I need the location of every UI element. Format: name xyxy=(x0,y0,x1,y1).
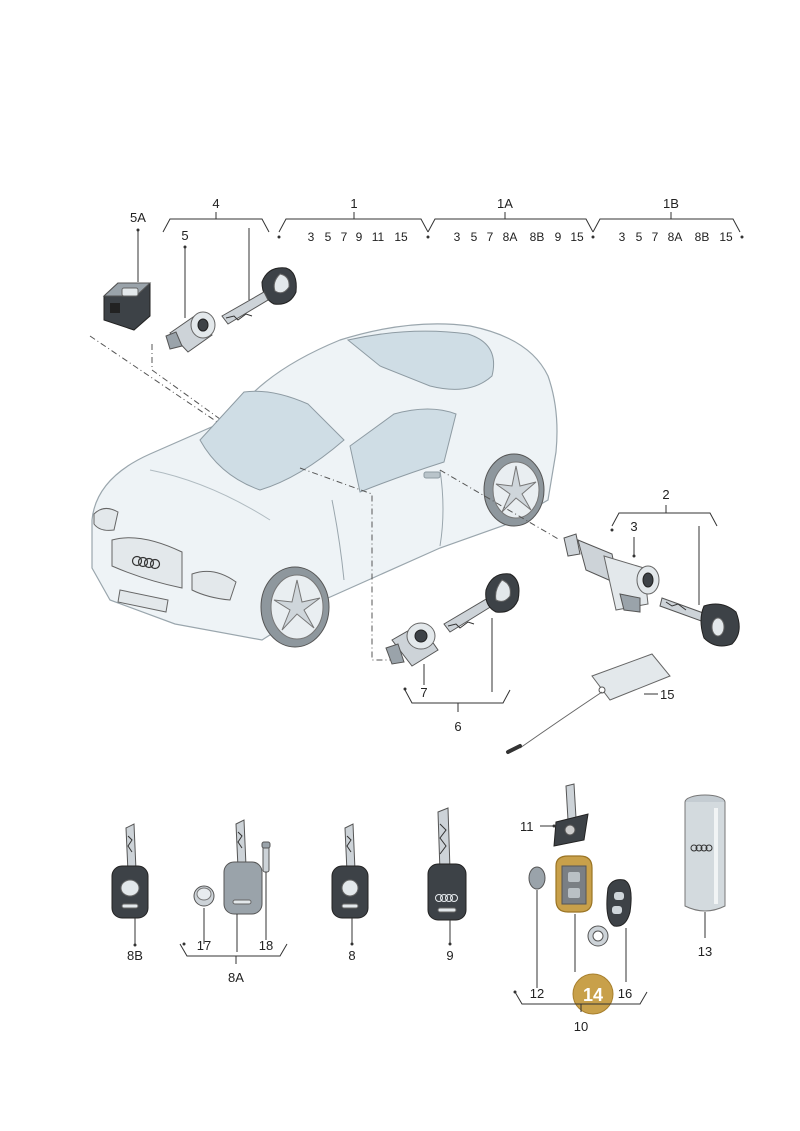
callout-15: 15 xyxy=(660,687,674,702)
lock-cylinder-icon xyxy=(385,622,439,667)
bracket-group-6: 6 xyxy=(403,687,511,734)
group-1A-item: 9 xyxy=(555,230,562,244)
callout-7: 7 xyxy=(420,685,427,700)
group-1B-item: 8A xyxy=(668,230,683,244)
remote-key-icon xyxy=(331,823,369,919)
group-1A-item: 15 xyxy=(570,230,584,244)
spray-can-icon xyxy=(684,794,726,912)
key-ring-icon xyxy=(587,925,609,947)
callout-9: 9 xyxy=(446,948,453,963)
callout-13: 13 xyxy=(698,944,712,959)
group-1-item: 11 xyxy=(372,230,385,244)
key-button-pad-icon xyxy=(606,879,632,927)
group-1B-item: 15 xyxy=(719,230,733,244)
group-1-item: 3 xyxy=(308,230,315,244)
lock-cylinder-icon xyxy=(165,311,216,353)
audi-logo-icon xyxy=(131,555,161,570)
key-tag-icon xyxy=(506,653,671,754)
group-1-item: 5 xyxy=(325,230,332,244)
remote-key-icon xyxy=(111,823,149,919)
callout-12: 12 xyxy=(530,986,544,1001)
key-housing-highlighted xyxy=(555,855,593,913)
callout-6: 6 xyxy=(454,719,461,734)
group-1A-item: 5 xyxy=(471,230,478,244)
callout-1B: 1B xyxy=(663,196,679,211)
key-icon xyxy=(221,267,297,325)
callout-1: 1 xyxy=(350,196,357,211)
callout-14-badge: 14 xyxy=(572,973,614,1015)
front-wheel xyxy=(260,566,330,648)
callout-1A: 1A xyxy=(497,196,513,211)
callout-8: 8 xyxy=(348,948,355,963)
group-1B-item: 8B xyxy=(695,230,710,244)
group-1A-item: 7 xyxy=(487,230,494,244)
battery-icon xyxy=(528,866,546,890)
bracket-group-2: 2 xyxy=(610,487,718,532)
bracket-group-10: 10 xyxy=(513,990,648,1034)
callout-14: 14 xyxy=(583,985,603,1005)
callout-18: 18 xyxy=(259,938,273,953)
group-1-list: 3 5 7 9 11 15 xyxy=(308,230,408,244)
bracket-group-1B: 1B 3 5 7 8A 8B 15 xyxy=(591,196,744,244)
group-1B-item: 7 xyxy=(652,230,659,244)
remote-key-icon xyxy=(427,807,467,921)
callout-16: 16 xyxy=(618,986,632,1001)
bracket-group-1A: 1A 3 5 7 8A 8B 9 15 xyxy=(426,196,594,244)
callout-5A: 5A xyxy=(130,210,146,225)
callout-17: 17 xyxy=(197,938,211,953)
group-1B-item: 5 xyxy=(636,230,643,244)
lock-housing-5A xyxy=(102,282,152,331)
bracket-group-1: 1 3 5 7 9 11 15 xyxy=(277,196,429,244)
key-pin-icon xyxy=(261,841,271,873)
lock-cylinder-icon xyxy=(563,533,660,613)
key-icon xyxy=(443,573,520,633)
group-1B-list: 3 5 7 8A 8B 15 xyxy=(619,230,733,244)
callout-8B: 8B xyxy=(127,948,143,963)
group-1B-item: 3 xyxy=(619,230,626,244)
callout-3: 3 xyxy=(630,519,637,534)
battery-icon xyxy=(193,885,215,907)
group-1A-item: 3 xyxy=(454,230,461,244)
group-1A-list: 3 5 7 8A 8B 9 15 xyxy=(454,230,584,244)
callout-5: 5 xyxy=(181,228,188,243)
group-1A-item: 8A xyxy=(503,230,518,244)
group-1-item: 9 xyxy=(356,230,363,244)
group-1-item: 7 xyxy=(341,230,348,244)
bracket-group-4: 4 xyxy=(162,196,270,233)
bracket-group-8A: 8A xyxy=(179,943,288,985)
callout-11: 11 xyxy=(520,819,534,834)
group-1-item: 15 xyxy=(394,230,408,244)
key-blade-icon xyxy=(553,783,589,847)
key-icon xyxy=(659,597,740,647)
group-1A-item: 8B xyxy=(530,230,545,244)
callout-10: 10 xyxy=(574,1019,588,1034)
callout-4: 4 xyxy=(212,196,219,211)
callout-8A: 8A xyxy=(228,970,244,985)
car-illustration xyxy=(91,323,558,648)
remote-key-icon xyxy=(223,819,263,915)
rear-wheel xyxy=(483,453,545,527)
callout-2: 2 xyxy=(662,487,669,502)
